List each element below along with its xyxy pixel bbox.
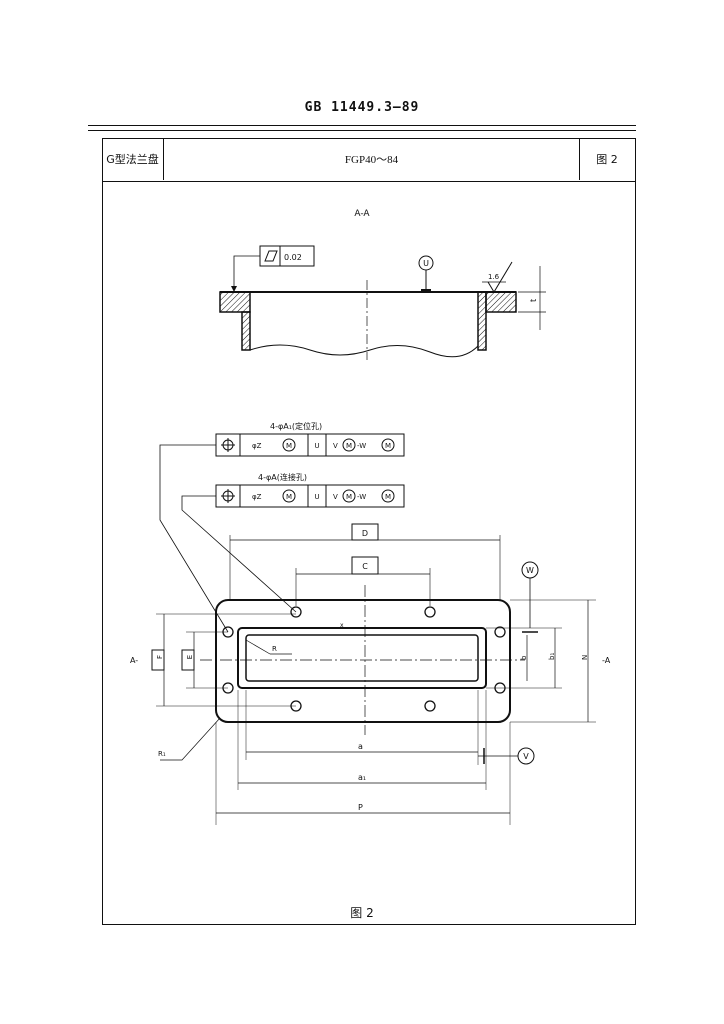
right-flange-section	[485, 291, 517, 313]
dim-t: t	[529, 299, 538, 302]
frame1-datum3: -W	[357, 442, 366, 450]
dim-C: C	[362, 562, 368, 571]
frame2-mod1: M	[286, 493, 292, 501]
locating-holes-callout: 4-φA₁(定位孔)	[270, 421, 322, 431]
frame1-datum2: V	[333, 442, 338, 450]
right-wall-section	[477, 291, 487, 351]
figure-tag: 图 2	[596, 153, 618, 166]
dim-b: b	[520, 655, 528, 660]
section-label: A-A	[354, 209, 370, 219]
header-rule-top	[88, 125, 636, 126]
frame2-datum3: -W	[357, 493, 366, 501]
dim-P: P	[358, 803, 363, 812]
dim-a1: a₁	[358, 773, 366, 782]
standard-number: GB 11449.3—89	[304, 100, 420, 115]
radius-R: R	[272, 645, 277, 653]
hole	[290, 606, 302, 618]
section-mark-left: A-	[130, 656, 138, 665]
feature-control-frames: 4-φA₁(定位孔) φZ M U V M -W M 4-φA(连接孔) φZ …	[159, 421, 405, 633]
flatness-symbol-icon	[264, 250, 278, 262]
type-name: G型法兰盘	[102, 138, 164, 180]
left-wall-section	[241, 311, 251, 351]
datum-u-label: U	[423, 259, 429, 268]
roughness-symbol-icon	[487, 261, 513, 293]
hole	[494, 626, 506, 638]
radius-R1: R₁	[158, 750, 166, 758]
frame1-datum1: U	[314, 442, 319, 450]
roughness-value: 1.6	[488, 273, 500, 281]
dim-a: a	[358, 742, 363, 751]
plan-view: D C F E A- -A N b₁ b W	[130, 523, 611, 825]
frame2-datum1: U	[314, 493, 319, 501]
flatness-value: 0.02	[284, 253, 302, 262]
hole	[424, 700, 436, 712]
centerline-label: x	[340, 622, 344, 629]
figure-caption: 图 2	[350, 906, 374, 920]
frame1-mod2: M	[346, 442, 352, 450]
header-rule-bottom	[88, 130, 636, 131]
dim-N: N	[581, 655, 589, 660]
hole	[424, 606, 436, 618]
datum-w-label: W	[526, 566, 534, 575]
dim-b1: b₁	[548, 653, 556, 660]
model-range: FGP40～84	[164, 138, 580, 180]
frame1-mod3: M	[385, 442, 391, 450]
datum-v-label: V	[523, 752, 529, 761]
datum-v-icon	[517, 747, 535, 765]
left-flange-section	[219, 291, 251, 313]
dim-D: D	[362, 529, 368, 538]
frame1-diameter: φZ	[252, 442, 262, 450]
dim-F: F	[156, 655, 164, 659]
opening-outline	[245, 634, 479, 682]
frame2-datum2: V	[333, 493, 338, 501]
frame2-mod3: M	[385, 493, 391, 501]
drawing-frame	[102, 138, 636, 925]
dim-E: E	[186, 655, 194, 659]
section-view: A-A 0.02 U 1.6 t	[219, 209, 546, 360]
frame2-mod2: M	[346, 493, 352, 501]
frame2-diameter: φZ	[252, 493, 262, 501]
frame1-mod1: M	[286, 442, 292, 450]
section-mark-right: -A	[602, 656, 611, 665]
flange-outline	[215, 599, 511, 723]
title-block: G型法兰盘 FGP40～84 图 2	[102, 138, 636, 182]
connecting-holes-callout: 4-φA(连接孔)	[258, 472, 307, 482]
